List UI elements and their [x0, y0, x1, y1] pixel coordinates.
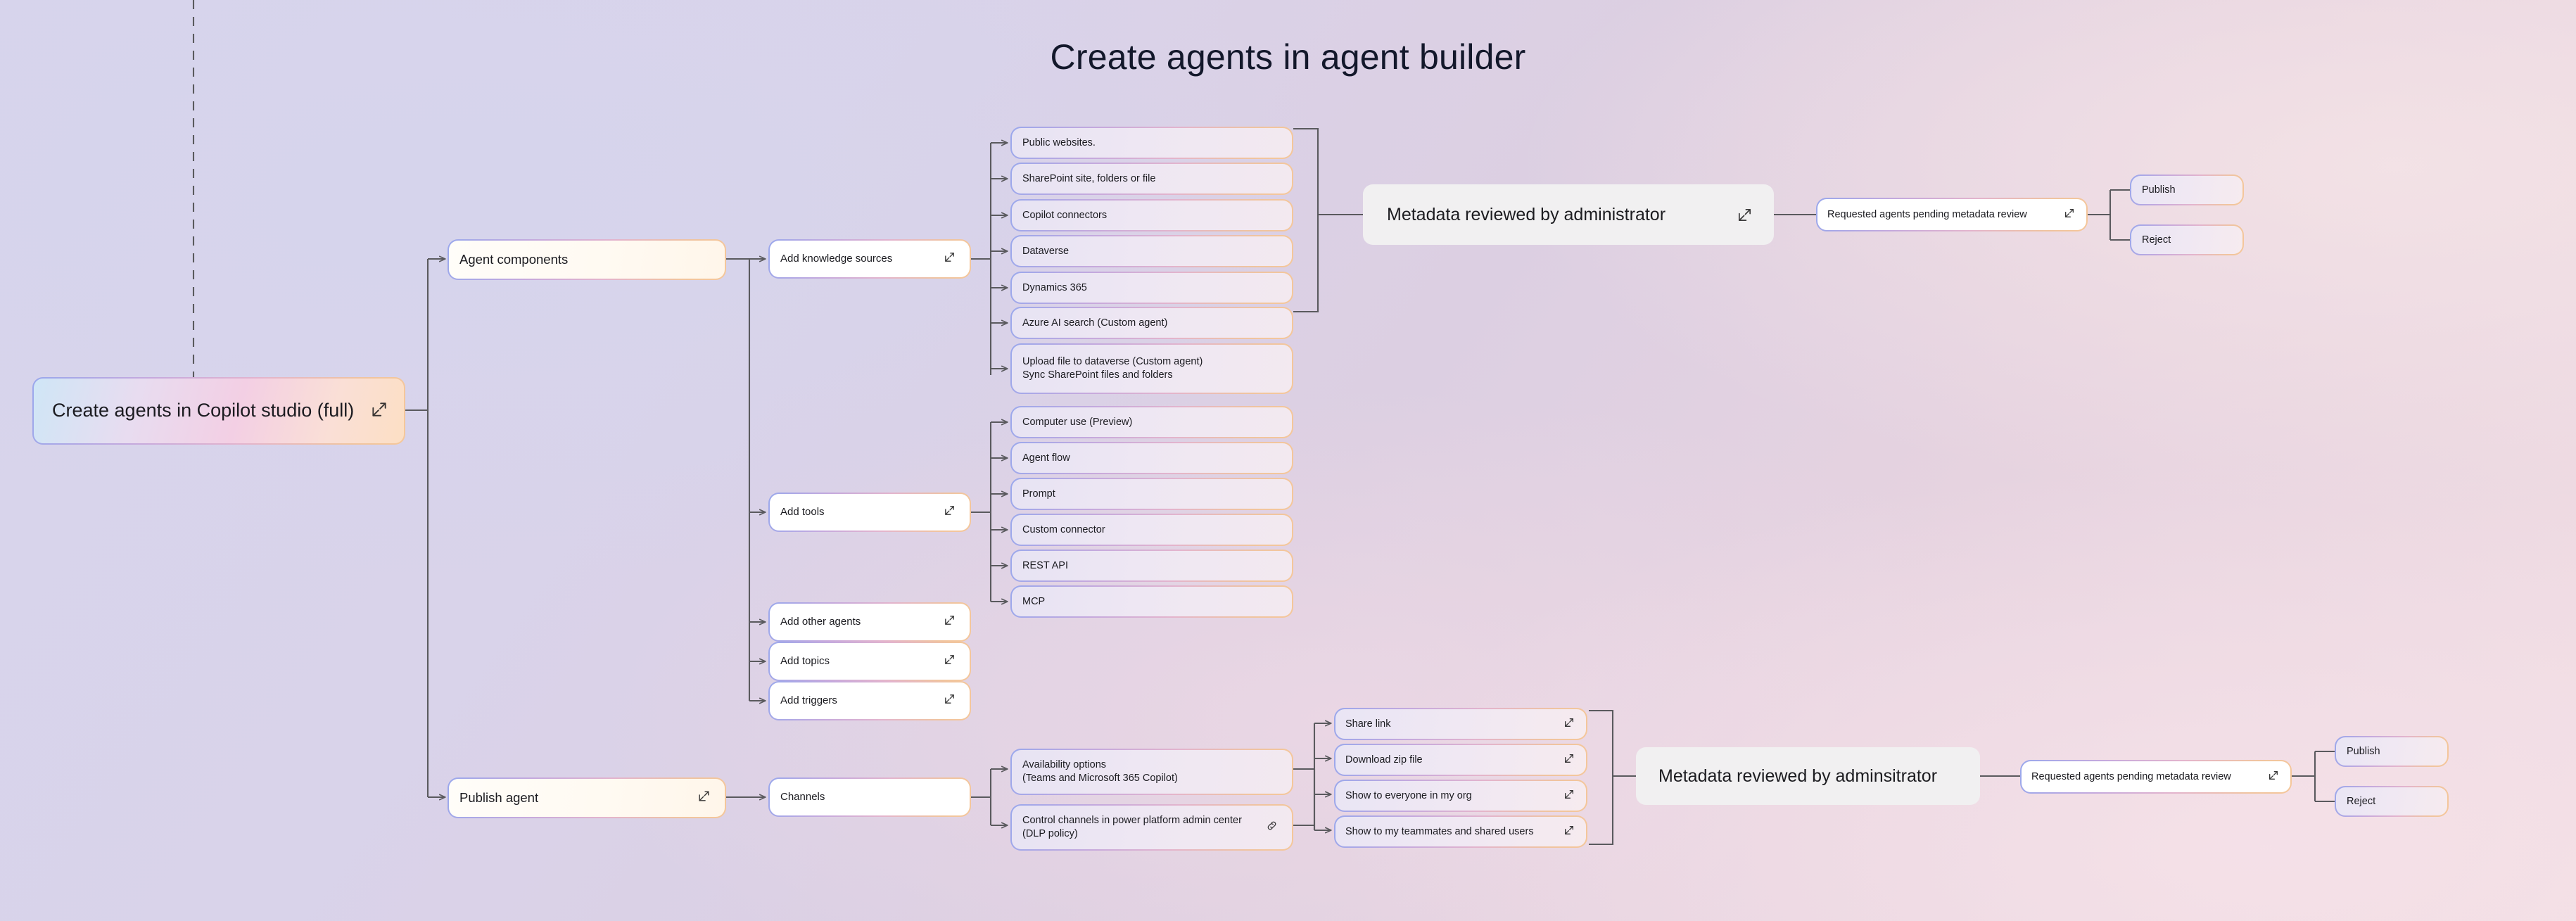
expand-icon[interactable] [944, 654, 956, 669]
item-label: Download zip file [1345, 754, 1423, 766]
item-label: Show to everyone in my org [1345, 789, 1472, 801]
tool-item[interactable]: Computer use (Preview) [1010, 406, 1293, 438]
channel-option-availability[interactable]: Availability options (Teams and Microsof… [1010, 749, 1293, 795]
item-label: Control channels in power platform admin… [1022, 815, 1242, 839]
item-label: Azure AI search (Custom agent) [1022, 317, 1168, 329]
expand-icon[interactable] [370, 400, 388, 422]
node-label: Add knowledge sources [780, 253, 893, 265]
link-icon[interactable] [1266, 820, 1278, 835]
item-label: Agent flow [1022, 452, 1070, 464]
expand-icon[interactable] [944, 251, 956, 267]
share-option-item[interactable]: Download zip file [1334, 744, 1587, 776]
branch-agent-components[interactable]: Agent components [448, 239, 726, 280]
metadata-reviewed-top[interactable]: Metadata reviewed by administrator [1363, 184, 1774, 245]
expand-icon[interactable] [2268, 770, 2279, 785]
node-add-topics[interactable]: Add topics [768, 642, 971, 681]
node-label: Channels [780, 791, 825, 804]
node-add-triggers[interactable]: Add triggers [768, 681, 971, 720]
share-option-item[interactable]: Show to everyone in my org [1334, 780, 1587, 812]
item-label: Copilot connectors [1022, 209, 1108, 221]
knowledge-source-item[interactable]: Public websites. [1010, 127, 1293, 159]
tool-item[interactable]: Agent flow [1010, 442, 1293, 474]
item-label: MCP [1022, 595, 1046, 607]
expand-icon[interactable] [1563, 789, 1575, 804]
outcome-label: Publish [2347, 745, 2380, 757]
knowledge-source-item[interactable]: Upload file to dataverse (Custom agent) … [1010, 343, 1293, 394]
expand-icon[interactable] [2064, 208, 2075, 222]
tool-item[interactable]: Custom connector [1010, 514, 1293, 546]
expand-icon[interactable] [1563, 753, 1575, 768]
node-add-other-agents[interactable]: Add other agents [768, 602, 971, 642]
channel-option-dlp[interactable]: Control channels in power platform admin… [1010, 804, 1293, 851]
page-title-text: Create agents in agent builder [1050, 37, 1526, 77]
metadata-reviewed-label: Metadata reviewed by administrator [1387, 205, 1666, 224]
branch-label: Publish agent [459, 789, 539, 805]
item-label: Public websites. [1022, 136, 1096, 148]
branch-publish-agent[interactable]: Publish agent [448, 777, 726, 818]
knowledge-source-item[interactable]: SharePoint site, folders or file [1010, 163, 1293, 195]
item-label: Computer use (Preview) [1022, 416, 1133, 428]
item-label: Availability options (Teams and Microsof… [1022, 759, 1178, 784]
knowledge-source-item[interactable]: Azure AI search (Custom agent) [1010, 307, 1293, 339]
requested-agents-pending-bottom[interactable]: Requested agents pending metadata review [2020, 760, 2292, 794]
item-label: Dynamics 365 [1022, 281, 1087, 293]
outcome-reject-bottom[interactable]: Reject [2335, 786, 2449, 817]
item-label: REST API [1022, 559, 1069, 571]
item-label: Custom connector [1022, 523, 1105, 535]
node-add-tools[interactable]: Add tools [768, 493, 971, 532]
outcome-label: Reject [2142, 234, 2171, 246]
pending-label: Requested agents pending metadata review [1827, 208, 2027, 220]
outcome-publish-bottom[interactable]: Publish [2335, 736, 2449, 767]
page-title: Create agents in agent builder [0, 37, 2576, 77]
knowledge-source-item[interactable]: Dataverse [1010, 235, 1293, 267]
outcome-publish-top[interactable]: Publish [2130, 174, 2244, 205]
item-label: SharePoint site, folders or file [1022, 172, 1156, 184]
knowledge-source-item[interactable]: Copilot connectors [1010, 199, 1293, 231]
pending-label: Requested agents pending metadata review [2031, 770, 2231, 782]
metadata-reviewed-label: Metadata reviewed by adminsitrator [1658, 766, 1938, 786]
expand-icon[interactable] [1563, 717, 1575, 732]
item-label: Dataverse [1022, 245, 1070, 257]
expand-icon[interactable] [1737, 207, 1753, 223]
expand-icon[interactable] [944, 614, 956, 630]
node-label: Add tools [780, 506, 825, 519]
outcome-reject-top[interactable]: Reject [2130, 224, 2244, 255]
share-option-item[interactable]: Show to my teammates and shared users [1334, 815, 1587, 848]
outcome-label: Publish [2142, 184, 2176, 196]
root-node[interactable]: Create agents in Copilot studio (full) [32, 377, 405, 445]
expand-icon[interactable] [944, 504, 956, 520]
item-label: Prompt [1022, 488, 1055, 500]
requested-agents-pending-top[interactable]: Requested agents pending metadata review [1816, 198, 2088, 231]
tool-item[interactable]: Prompt [1010, 478, 1293, 510]
node-label: Add topics [780, 655, 830, 668]
knowledge-source-item[interactable]: Dynamics 365 [1010, 272, 1293, 304]
tool-item[interactable]: MCP [1010, 585, 1293, 618]
item-label: Upload file to dataverse (Custom agent) … [1022, 356, 1203, 381]
node-label: Add triggers [780, 694, 837, 707]
share-option-item[interactable]: Share link [1334, 708, 1587, 740]
node-add-knowledge-sources[interactable]: Add knowledge sources [768, 239, 971, 279]
node-channels[interactable]: Channels [768, 777, 971, 817]
item-label: Share link [1345, 718, 1391, 730]
item-label: Show to my teammates and shared users [1345, 825, 1534, 837]
tool-item[interactable]: REST API [1010, 550, 1293, 582]
node-label: Add other agents [780, 616, 861, 628]
expand-icon[interactable] [1563, 825, 1575, 839]
metadata-reviewed-bottom[interactable]: Metadata reviewed by adminsitrator [1636, 747, 1980, 805]
expand-icon[interactable] [944, 693, 956, 709]
branch-label: Agent components [459, 251, 569, 267]
root-node-label: Create agents in Copilot studio (full) [52, 400, 355, 421]
expand-icon[interactable] [697, 789, 711, 806]
outcome-label: Reject [2347, 795, 2376, 807]
